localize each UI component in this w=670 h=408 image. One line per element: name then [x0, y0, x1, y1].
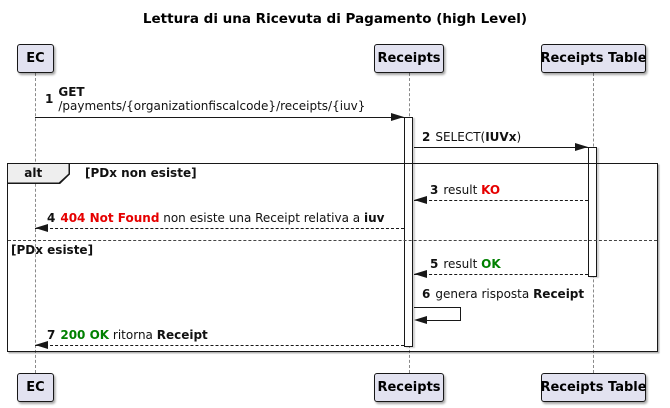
message-4-arrowhead-icon	[35, 224, 48, 232]
message-4-text: 404 Not Found non esiste una Receipt rel…	[60, 211, 385, 225]
participant-ec-bottom: EC	[17, 373, 54, 402]
message-6-self-arrow-side	[460, 307, 461, 321]
message-1-label: 1 GET/payments/{organizationfiscalcode}/…	[45, 85, 365, 113]
message-3-number: 3	[430, 183, 439, 197]
message-4-label: 4 404 Not Found non esiste una Receipt r…	[47, 211, 384, 225]
diagram-title: Lettura di una Ricevuta di Pagamento (hi…	[142, 11, 528, 27]
alt-operator-label: alt	[8, 164, 69, 183]
message-5-text: result OK	[443, 257, 501, 271]
message-7-arrow	[35, 345, 404, 346]
message-7-label: 7 200 OK ritorna Receipt	[47, 328, 208, 342]
message-2-number: 2	[422, 130, 431, 144]
message-3-text: result KO	[443, 183, 501, 197]
message-2-arrowhead-icon	[575, 143, 588, 151]
message-7-number: 7	[47, 328, 56, 342]
message-4-number: 4	[47, 211, 56, 225]
message-1-arrowhead-icon	[391, 113, 404, 121]
message-6-self-arrow-top	[414, 307, 461, 308]
message-5-arrowhead-icon	[414, 270, 427, 278]
participant-receipts-table-bottom: Receipts Table	[540, 373, 647, 402]
message-7-text: 200 OK ritorna Receipt	[60, 328, 208, 342]
alt-frame: alt	[7, 163, 658, 352]
message-6-arrowhead-icon	[414, 316, 427, 324]
message-3-arrowhead-icon	[414, 196, 427, 204]
message-6-number: 6	[422, 287, 431, 301]
message-1-text: GET/payments/{organizationfiscalcode}/re…	[58, 85, 366, 113]
message-5-label: 5 result OK	[430, 257, 501, 271]
alt-guard-2: [PDx esiste]	[11, 243, 94, 257]
message-5-arrow	[414, 274, 588, 275]
message-5-number: 5	[430, 257, 439, 271]
message-2-arrow	[414, 147, 588, 148]
activation-receipts	[404, 117, 413, 347]
participant-receipts-top: Receipts	[374, 44, 444, 73]
alt-else-divider	[8, 240, 657, 241]
message-6-self-arrow-bottom	[426, 320, 461, 321]
participant-ec-top: EC	[17, 44, 54, 73]
message-7-arrowhead-icon	[35, 341, 48, 349]
message-3-arrow	[414, 200, 588, 201]
message-1-number: 1	[45, 92, 54, 106]
message-3-label: 3 result KO	[430, 183, 500, 197]
message-4-arrow	[35, 228, 404, 229]
alt-guard-1: [PDx non esiste]	[85, 166, 197, 180]
participant-receipts-bottom: Receipts	[374, 373, 444, 402]
participant-receipts-table-top: Receipts Table	[540, 44, 647, 73]
message-1-arrow	[35, 117, 404, 118]
message-6-label: 6 genera risposta Receipt	[422, 287, 584, 301]
lifeline-ec	[35, 73, 36, 373]
activation-receipts-table	[588, 147, 597, 277]
message-6-text: genera risposta Receipt	[435, 287, 585, 301]
message-2-text: SELECT(IUVx)	[435, 130, 522, 144]
message-2-label: 2 SELECT(IUVx)	[422, 130, 521, 144]
